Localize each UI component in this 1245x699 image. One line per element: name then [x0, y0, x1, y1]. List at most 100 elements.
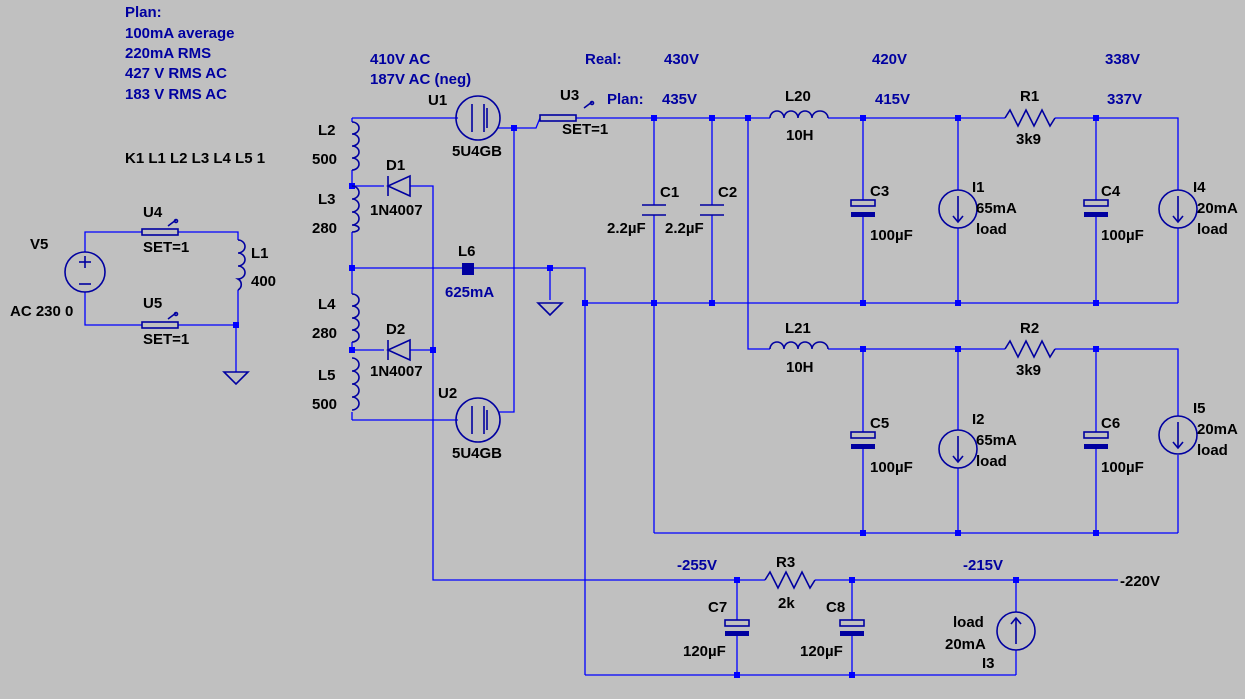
i1-name: I1: [972, 179, 985, 196]
wires: [84, 117, 1179, 676]
l2-name: L2: [318, 122, 336, 139]
voltage-note: 420V: [872, 51, 907, 68]
diode-d1-symbol: [386, 174, 411, 198]
u3-switch-symbol: [539, 100, 595, 122]
voltage-note: 338V: [1105, 51, 1140, 68]
d1-value: 1N4007: [370, 202, 423, 219]
d2-name: D2: [386, 321, 405, 338]
l21-value: 10H: [786, 359, 814, 376]
plan-note: 183 V RMS AC: [125, 86, 227, 103]
current-source-i3-symbol: [996, 611, 1036, 651]
l1-name: L1: [251, 245, 269, 262]
c8-name: C8: [826, 599, 845, 616]
tube-u1-symbol: [455, 95, 501, 141]
current-source-i5-symbol: [1158, 415, 1198, 455]
c4-value: 100µF: [1101, 227, 1144, 244]
plan-note: Plan:: [125, 4, 162, 21]
u5-switch-symbol: [141, 311, 179, 329]
c6-value: 100µF: [1101, 459, 1144, 476]
v5-value: AC 230 0: [10, 303, 73, 320]
c5-name: C5: [870, 415, 889, 432]
l20-value: 10H: [786, 127, 814, 144]
resistor-r1-symbol: [1004, 108, 1056, 128]
l21-name: L21: [785, 320, 811, 337]
neg-ac-note: 187V AC (neg): [370, 71, 471, 88]
l4-name: L4: [318, 296, 336, 313]
r1-value: 3k9: [1016, 131, 1041, 148]
inductor-l20-symbol: [769, 110, 829, 119]
real-label: Real:: [585, 51, 622, 68]
i3-extra: load: [953, 614, 984, 631]
i3-value: 20mA: [945, 636, 986, 653]
u5-name: U5: [143, 295, 162, 312]
plan-note: 220mA RMS: [125, 45, 211, 62]
ground-symbol: [536, 302, 564, 317]
current-source-i1-symbol: [938, 189, 978, 229]
inductor-l5-symbol: [351, 357, 360, 411]
capacitor-c5-symbol: [850, 431, 876, 449]
r3-value: 2k: [778, 595, 795, 612]
capacitor-c3-symbol: [850, 199, 876, 217]
plan-notes: Plan: 100mA average 220mA RMS 427 V RMS …: [125, 4, 235, 103]
i4-extra: load: [1197, 221, 1228, 238]
voltage-note: 430V: [664, 51, 699, 68]
r3-name: R3: [776, 554, 795, 571]
r2-value: 3k9: [1016, 362, 1041, 379]
u5-value: SET=1: [143, 331, 189, 348]
l6-name: L6: [458, 243, 476, 260]
u4-name: U4: [143, 204, 163, 221]
voltage-note: -255V: [677, 557, 717, 574]
i2-extra: load: [976, 453, 1007, 470]
u1-name: U1: [428, 92, 447, 109]
c1-value: 2.2µF: [607, 220, 646, 237]
l20-name: L20: [785, 88, 811, 105]
tube-u2-symbol: [455, 397, 501, 443]
l5-name: L5: [318, 367, 336, 384]
c4-name: C4: [1101, 183, 1121, 200]
i4-value: 20mA: [1197, 200, 1238, 217]
c5-value: 100µF: [870, 459, 913, 476]
resistor-r3-symbol: [764, 570, 816, 590]
coupling-directive: K1 L1 L2 L3 L4 L5 1: [125, 150, 265, 167]
r1-name: R1: [1020, 88, 1039, 105]
v5-voltage-source-symbol: [64, 251, 106, 293]
l4-value: 280: [312, 325, 337, 342]
diode-d2-symbol: [386, 338, 411, 362]
voltage-note: -215V: [963, 557, 1003, 574]
voltage-note: 435V: [662, 91, 697, 108]
l6-current-note: 625mA: [445, 284, 494, 301]
c3-value: 100µF: [870, 227, 913, 244]
voltage-note: 337V: [1107, 91, 1142, 108]
u3-value: SET=1: [562, 121, 608, 138]
resistor-r2-symbol: [1004, 339, 1056, 359]
inductor-l1-symbol: [235, 239, 246, 291]
c8-value: 120µF: [800, 643, 843, 660]
c2-value: 2.2µF: [665, 220, 704, 237]
plan-label: Plan:: [607, 91, 644, 108]
i5-name: I5: [1193, 400, 1206, 417]
inductor-l4-symbol: [351, 293, 360, 343]
l1-value: 400: [251, 273, 276, 290]
u2-name: U2: [438, 385, 457, 402]
voltage-note: -220V: [1120, 573, 1160, 590]
secondary-ac-note: 410V AC: [370, 51, 430, 68]
capacitor-c2-symbol: [700, 204, 724, 216]
i1-value: 65mA: [976, 200, 1017, 217]
inductor-l21-symbol: [769, 341, 829, 350]
c7-value: 120µF: [683, 643, 726, 660]
c6-name: C6: [1101, 415, 1120, 432]
junction-dots: [233, 115, 1099, 678]
capacitor-c8-symbol: [839, 619, 865, 636]
c7-name: C7: [708, 599, 727, 616]
capacitor-c7-symbol: [724, 619, 750, 636]
current-source-i2-symbol: [938, 429, 978, 469]
capacitor-c6-symbol: [1083, 431, 1109, 449]
u3-name: U3: [560, 87, 579, 104]
v5-name: V5: [30, 236, 48, 253]
capacitor-c1-symbol: [642, 204, 666, 216]
l5-value: 500: [312, 396, 337, 413]
u4-value: SET=1: [143, 239, 189, 256]
i2-name: I2: [972, 411, 985, 428]
l2-value: 500: [312, 151, 337, 168]
